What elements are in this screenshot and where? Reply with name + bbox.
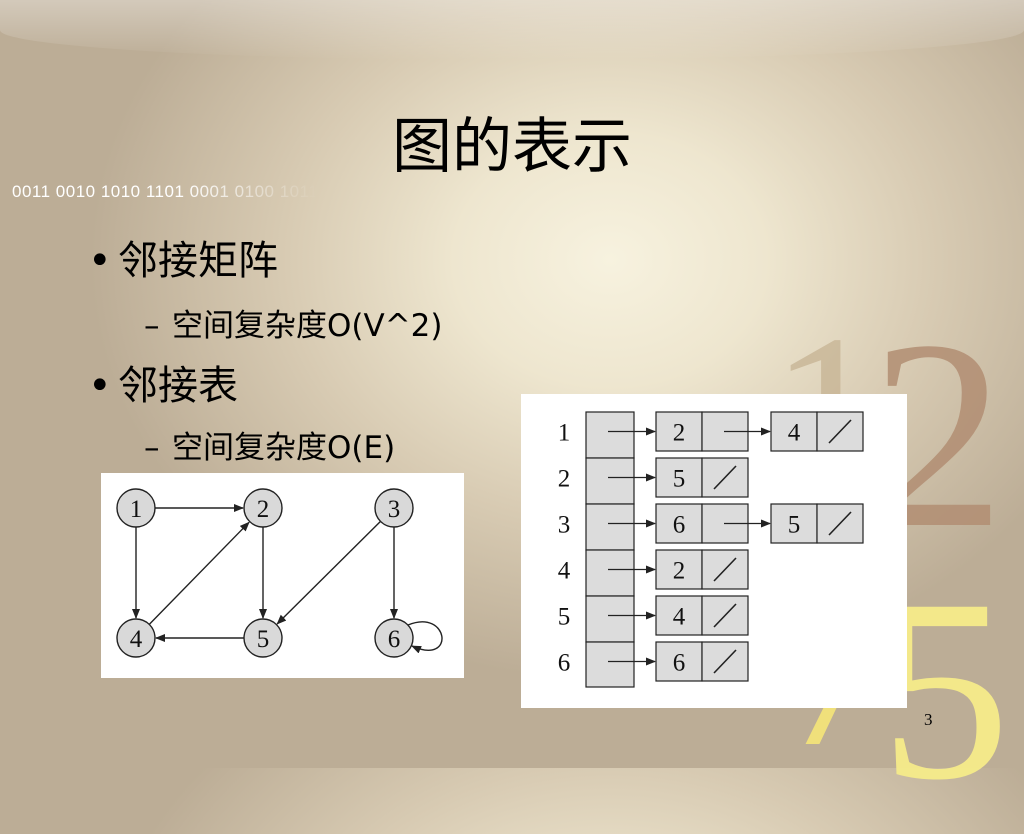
- directed-graph-figure: 1 2 3 4 5 6: [101, 473, 464, 678]
- graph-edge-self-loop-6: [407, 621, 443, 654]
- null-pointer-slash-icon: [828, 511, 852, 536]
- graph-node-5: [243, 618, 283, 658]
- sub-bullet-text: 空间复杂度O(V^2): [172, 308, 443, 344]
- adjacency-row-3: 3 6 5: [558, 503, 864, 551]
- graph-node-2: [243, 488, 283, 528]
- dash-icon: –: [144, 308, 160, 344]
- graph-node-4: [116, 618, 156, 658]
- list-node-value: 5: [673, 466, 686, 493]
- graph-node-label-3: 3: [388, 496, 401, 523]
- sub-bullet-matrix-space: –空间复杂度O(V^2): [144, 300, 443, 345]
- null-pointer-slash-icon: [713, 649, 737, 674]
- page-number: 3: [924, 710, 933, 729]
- bullet-dot-icon: •: [88, 238, 112, 284]
- graph-node-label-4: 4: [130, 626, 143, 653]
- list-node-value-cell: [655, 503, 703, 544]
- list-node-value-cell: [770, 503, 818, 544]
- graph-node-label-5: 5: [257, 626, 270, 653]
- adjacency-head-cell: [585, 595, 635, 643]
- adjacency-head-cell: [585, 411, 635, 459]
- graph-edge-3-5: [276, 520, 382, 625]
- graph-edge-4-2: [148, 521, 250, 625]
- adjacency-head-cell: [585, 457, 635, 505]
- null-pointer-slash-icon: [828, 419, 852, 444]
- adjacency-vertex-label: 6: [558, 650, 571, 677]
- graph-edges: [132, 504, 443, 654]
- sub-bullet-list-space: –空间复杂度O(E): [144, 422, 395, 467]
- null-pointer-slash-icon: [713, 557, 737, 582]
- graph-node-label-6: 6: [388, 626, 401, 653]
- adjacency-vertex-label: 3: [558, 512, 571, 539]
- list-node-value: 2: [673, 420, 686, 447]
- list-node-value: 5: [788, 512, 801, 539]
- list-node-value-cell: [770, 411, 818, 452]
- sub-bullet-text: 空间复杂度O(E): [172, 430, 396, 466]
- graph-node-3: [374, 488, 414, 528]
- bullet-text: 邻接矩阵: [118, 238, 278, 284]
- graph-node-1: [116, 488, 156, 528]
- dash-icon: –: [144, 430, 160, 466]
- list-node-value: 6: [673, 650, 686, 677]
- bullet-adjacency-list: •邻接表: [88, 353, 238, 411]
- list-node-value: 6: [673, 512, 686, 539]
- bullet-dot-icon: •: [88, 363, 112, 409]
- adjacency-vertex-label: 4: [558, 558, 571, 585]
- list-node-value: 4: [673, 604, 686, 631]
- null-pointer-slash-icon: [713, 603, 737, 628]
- graph-node-6: [374, 618, 414, 658]
- bullet-adjacency-matrix: •邻接矩阵: [88, 228, 278, 286]
- adjacency-row-1: 1 2 4: [558, 411, 864, 459]
- adjacency-vertex-label: 5: [558, 604, 571, 631]
- null-pointer-slash-icon: [713, 465, 737, 490]
- bullet-text: 邻接表: [118, 363, 238, 409]
- adjacency-head-cell: [585, 641, 635, 688]
- list-node-value: 4: [788, 420, 801, 447]
- adjacency-vertex-label: 2: [558, 466, 571, 493]
- adjacency-head-cell: [585, 549, 635, 597]
- slide-title: 图的表示: [392, 112, 632, 182]
- graph-nodes: 1 2 3 4 5 6: [116, 488, 414, 658]
- binary-strip: 0011 0010 1010 1101 0001 0100 1011: [12, 182, 319, 201]
- list-node-value-cell: [655, 457, 703, 498]
- top-highlight-band: [0, 0, 1024, 60]
- graph-node-label-1: 1: [130, 496, 143, 523]
- graph-node-label-2: 2: [257, 496, 270, 523]
- list-node-value-cell: [655, 549, 703, 590]
- adjacency-head-cell: [585, 503, 635, 551]
- adjacency-vertex-label: 1: [558, 420, 571, 447]
- list-node-value: 2: [673, 558, 686, 585]
- directed-graph-svg: 1 2 3 4 5 6: [116, 488, 443, 658]
